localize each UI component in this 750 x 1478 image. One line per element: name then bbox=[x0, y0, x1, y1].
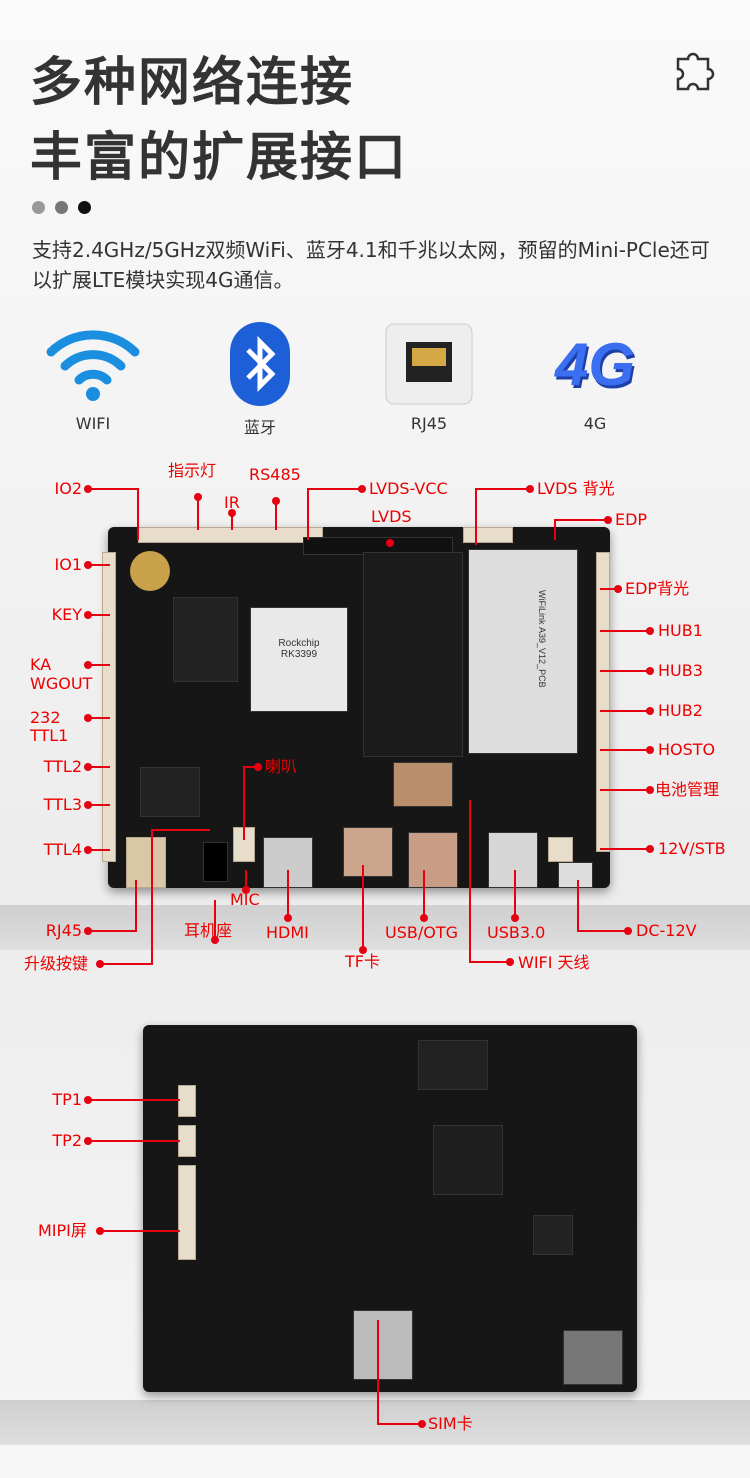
label-usb-otg: USB/OTG bbox=[385, 923, 458, 942]
label-tp2: TP2 bbox=[52, 1131, 82, 1150]
label-hub2: HUB2 bbox=[658, 701, 703, 720]
feature-label: WIFI bbox=[75, 414, 111, 433]
bluetooth-icon bbox=[205, 322, 315, 406]
label-tp1: TP1 bbox=[52, 1090, 82, 1109]
pager-dot-active bbox=[78, 201, 91, 214]
label-wgout: WGOUT bbox=[30, 674, 93, 693]
label-edp: EDP bbox=[615, 510, 648, 529]
label-ttl4: TTL4 bbox=[43, 840, 82, 859]
label-ir: IR bbox=[224, 493, 240, 512]
feature-bluetooth: 蓝牙 bbox=[205, 322, 315, 438]
chip-model: RK3399 bbox=[280, 649, 318, 660]
feature-rj45: RJ45 bbox=[374, 322, 484, 433]
title-line-1: 多种网络连接 bbox=[30, 53, 355, 113]
feature-wifi: WIFI bbox=[38, 322, 148, 433]
label-rj45: RJ45 bbox=[45, 921, 82, 940]
label-battery: 电池管理 bbox=[655, 780, 720, 799]
label-mipi: MIPI屏 bbox=[38, 1221, 87, 1240]
label-hub1: HUB1 bbox=[658, 621, 703, 640]
4g-icon: 4G bbox=[554, 330, 636, 398]
label-12v-stb: 12V/STB bbox=[658, 839, 726, 858]
label-lvds: LVDS bbox=[371, 507, 412, 526]
label-dc-12v: DC-12V bbox=[636, 921, 697, 940]
label-usb3: USB3.0 bbox=[487, 923, 546, 942]
pager-dot bbox=[32, 201, 45, 214]
label-io1: IO1 bbox=[54, 555, 83, 574]
label-lvds-vcc: LVDS-VCC bbox=[369, 479, 448, 498]
shelf-band bbox=[0, 905, 750, 950]
pager-dot bbox=[55, 201, 68, 214]
label-tf-card: TF卡 bbox=[345, 952, 380, 971]
label-io2: IO2 bbox=[54, 479, 83, 498]
puzzle-icon bbox=[672, 45, 720, 98]
feature-label: 蓝牙 bbox=[243, 418, 276, 437]
pcb-text: A39_V12_PCB bbox=[537, 627, 547, 688]
label-hosto: HOSTO bbox=[658, 740, 716, 759]
feature-4g: 4G 4G bbox=[540, 322, 650, 434]
label-wifi-antenna: WIFI 天线 bbox=[518, 953, 590, 972]
title-line-2: 丰富的扩展接口 bbox=[30, 128, 409, 188]
label-rs485: RS485 bbox=[249, 465, 301, 484]
label-mic: MIC bbox=[230, 890, 260, 909]
feature-label: 4G bbox=[583, 414, 607, 433]
wifi-module: WiFiLink A39_V12_PCB bbox=[468, 549, 578, 754]
chip-brand: Rockchip bbox=[278, 638, 320, 649]
label-232: 232 bbox=[30, 708, 61, 727]
module-text: WiFiLink bbox=[537, 590, 547, 625]
label-edp-backlight: EDP背光 bbox=[625, 579, 690, 598]
ethernet-port-icon bbox=[374, 322, 484, 406]
label-indicator: 指示灯 bbox=[168, 461, 217, 480]
label-ttl2: TTL2 bbox=[43, 757, 82, 776]
label-speaker: 喇叭 bbox=[265, 757, 298, 776]
label-key: KEY bbox=[51, 605, 82, 624]
shelf-band bbox=[0, 1400, 750, 1445]
label-earphone: 耳机座 bbox=[184, 921, 233, 940]
label-upgrade-key: 升级按键 bbox=[24, 954, 89, 973]
description: 支持2.4GHz/5GHz双频WiFi、蓝牙4.1和千兆以太网，预留的Mini-… bbox=[32, 238, 710, 292]
wifi-icon bbox=[38, 322, 148, 406]
label-ttl1: TTL1 bbox=[30, 726, 69, 745]
label-ka: KA bbox=[30, 655, 52, 674]
label-hub3: HUB3 bbox=[658, 661, 703, 680]
label-sim: SIM卡 bbox=[428, 1414, 473, 1433]
label-ttl3: TTL3 bbox=[43, 795, 82, 814]
feature-label: RJ45 bbox=[410, 414, 448, 433]
label-hdmi: HDMI bbox=[266, 923, 309, 942]
board-back bbox=[143, 1025, 637, 1392]
label-lvds-backlight: LVDS 背光 bbox=[537, 479, 615, 498]
